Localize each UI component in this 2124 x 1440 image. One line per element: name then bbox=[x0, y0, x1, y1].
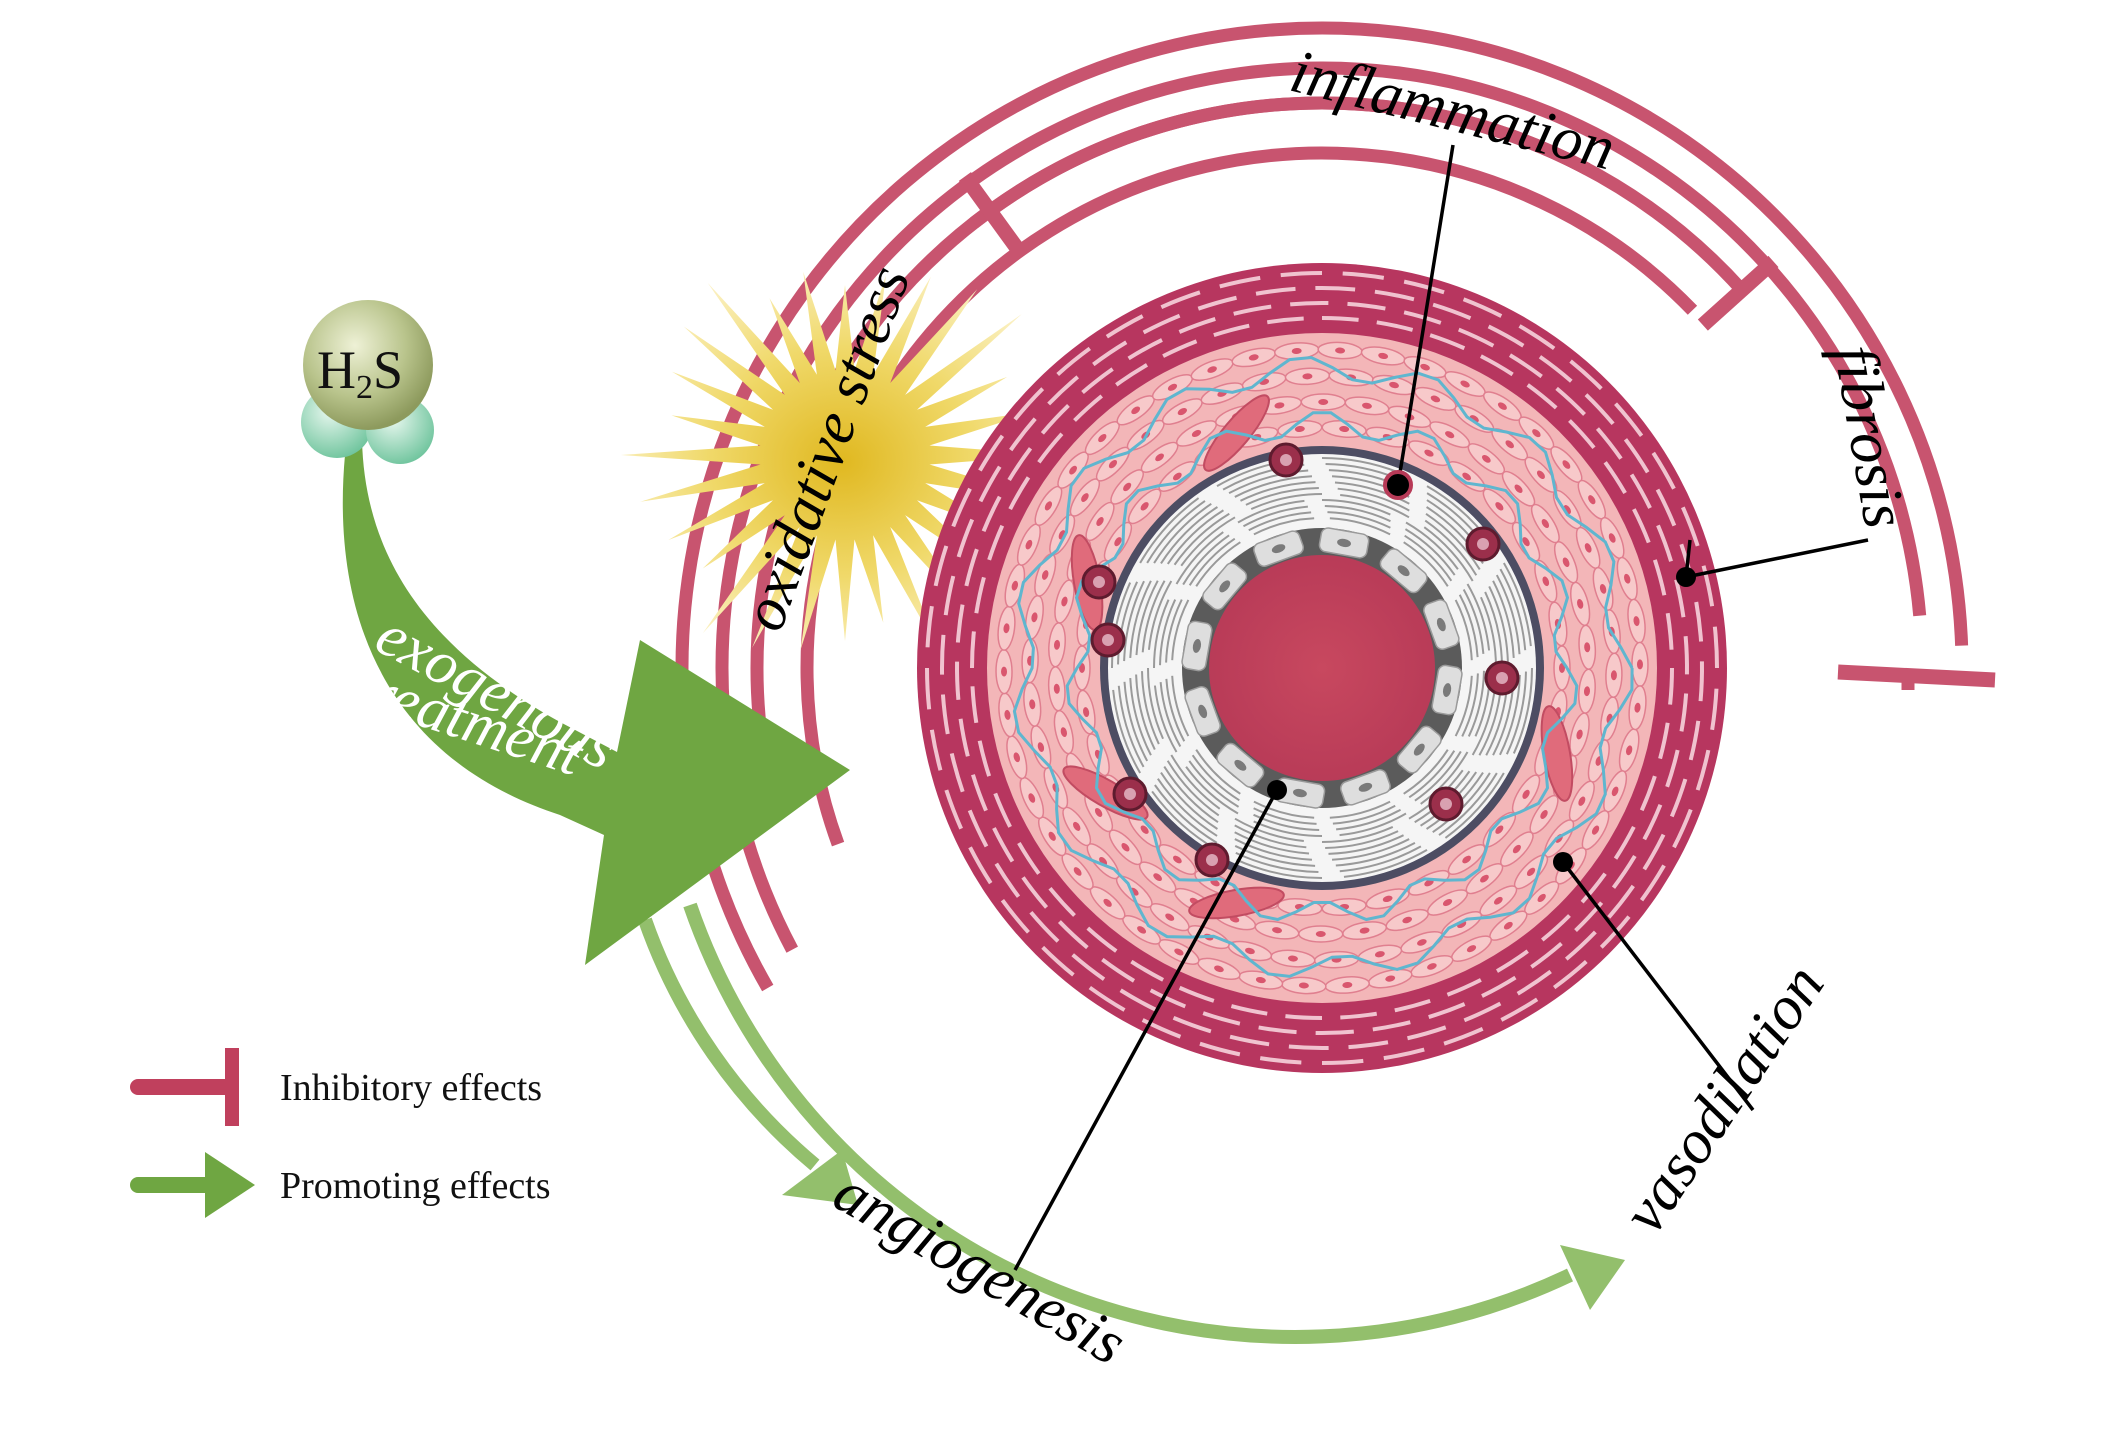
angiogenesis-promote-arc bbox=[638, 917, 820, 1171]
legend: Inhibitory effects Promoting effects bbox=[130, 1048, 551, 1218]
fibrosis-label: fibrosis bbox=[1820, 340, 1919, 533]
sulfur-atom bbox=[303, 300, 433, 430]
legend-inhibitory-label: Inhibitory effects bbox=[280, 1067, 542, 1109]
inflammation-leader bbox=[1396, 144, 1455, 486]
inflammation-dot bbox=[1383, 470, 1413, 500]
inflammation-label: inflammation bbox=[1284, 37, 1621, 183]
fibrosis-dot bbox=[1676, 567, 1696, 587]
fibrosis-tbar bbox=[1837, 664, 1996, 688]
oxidative-stress-tbar bbox=[958, 172, 1027, 258]
h2s-formula: H2S bbox=[317, 340, 403, 406]
vasodilation-label: vasodilation bbox=[1610, 953, 1838, 1245]
vasodilation-arrowhead bbox=[1560, 1245, 1625, 1310]
exogenous-treatment-arrow bbox=[342, 440, 850, 965]
vasodilation-leader bbox=[1561, 860, 1755, 1112]
angiogenesis-dot bbox=[1267, 780, 1287, 800]
vasodilation-dot bbox=[1553, 852, 1573, 872]
vessel-cross-section bbox=[917, 263, 1727, 1073]
inflammation-tbar bbox=[1697, 255, 1779, 331]
h2s-molecule: H2S bbox=[301, 300, 434, 464]
vessel-lumen bbox=[1209, 555, 1435, 781]
legend-promoting-label: Promoting effects bbox=[280, 1165, 551, 1207]
fibrosis-inhibit-arc-inner bbox=[715, 61, 1927, 953]
promoting-arcs bbox=[638, 902, 1625, 1344]
leader-lines bbox=[1013, 144, 1869, 1271]
fibrosis-inhibit-arc-outer bbox=[675, 21, 1969, 992]
angiogenesis-leader bbox=[1013, 789, 1279, 1271]
inflammation-inhibit-arc bbox=[800, 146, 1698, 847]
angiogenesis-arrowhead bbox=[782, 1150, 858, 1205]
vasodilation-promote-arc bbox=[683, 902, 1573, 1344]
fibrosis-leader bbox=[1685, 538, 1869, 579]
angiogenesis-label: angiogenesis bbox=[823, 1157, 1137, 1378]
oxidative-stress-burst bbox=[621, 271, 1062, 652]
top-inhibit-arc bbox=[970, 96, 1747, 295]
legend-promoting-arrowhead bbox=[205, 1152, 255, 1218]
